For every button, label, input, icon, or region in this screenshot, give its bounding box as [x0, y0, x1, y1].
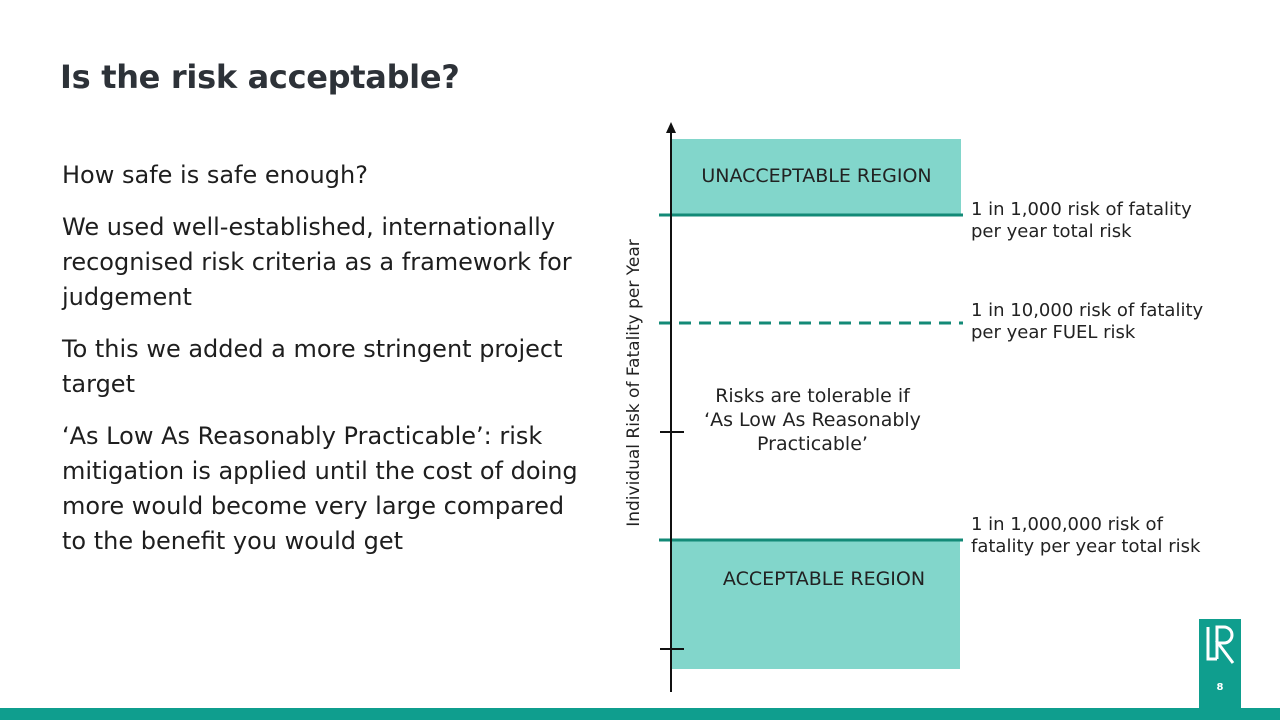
page-number: 8 [1216, 682, 1224, 693]
y-axis-label: Individual Risk of Fatality per Year [624, 239, 644, 527]
bullet-item: ‘As Low As Reasonably Practicable’: risk… [62, 422, 578, 555]
lr-logo [1199, 619, 1241, 720]
y-axis-arrow-icon [666, 122, 676, 133]
unacceptable-region-label: UNACCEPTABLE REGION [701, 165, 932, 187]
bullet-item: How safe is safe enough? [62, 161, 368, 189]
bullet-item: We used well-established, internationall… [62, 213, 572, 311]
bullet-list: How safe is safe enough? We used well-es… [62, 158, 582, 576]
footer-bar [0, 708, 1280, 720]
upper-threshold-label: 1 in 1,000 risk of fatality per year tot… [971, 199, 1192, 242]
lower-threshold-label: 1 in 1,000,000 risk of fatality per year… [971, 514, 1201, 557]
lr-logo-icon [1206, 625, 1235, 664]
acceptable-region-label: ACCEPTABLE REGION [722, 568, 926, 590]
fuel-threshold-label: 1 in 10,000 risk of fatality per year FU… [971, 300, 1204, 343]
acceptable-region-box [672, 541, 960, 669]
bullet-item: To this we added a more stringent projec… [62, 335, 563, 398]
unacceptable-region-box [672, 139, 961, 215]
page-title: Is the risk acceptable? [60, 58, 460, 96]
tolerable-region-label: Risks are tolerable if ‘As Low As Reason… [704, 385, 921, 455]
